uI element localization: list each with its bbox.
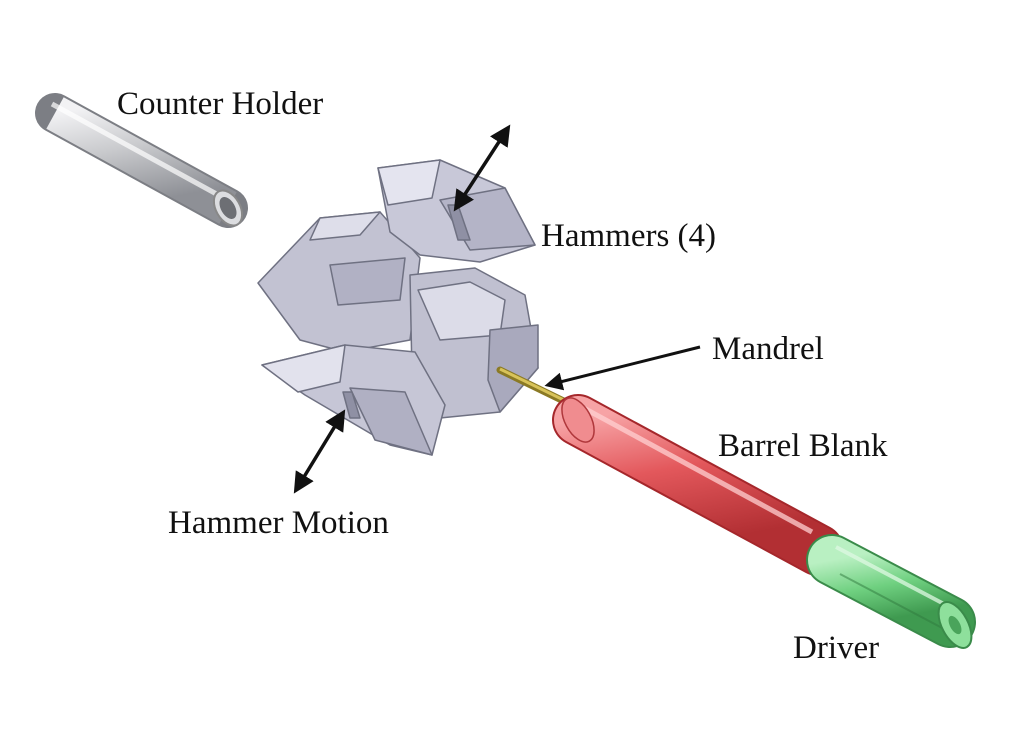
driver-label: Driver xyxy=(793,630,880,666)
hammers-label: Hammers (4) xyxy=(541,218,717,254)
counter-holder-tube xyxy=(35,93,248,228)
barrel-blank-label: Barrel Blank xyxy=(718,428,888,464)
hammer-motion-arrow-top xyxy=(453,124,511,212)
driver xyxy=(806,534,976,649)
mandrel-leader-line xyxy=(544,345,701,391)
barrel-blank xyxy=(552,394,844,576)
hammer-motion-arrow-bottom xyxy=(293,409,346,494)
hammer-assembly xyxy=(257,159,539,456)
hammer-motion-label: Hammer Motion xyxy=(168,505,389,541)
counter-holder-label: Counter Holder xyxy=(117,86,324,122)
mandrel-label: Mandrel xyxy=(712,331,824,367)
